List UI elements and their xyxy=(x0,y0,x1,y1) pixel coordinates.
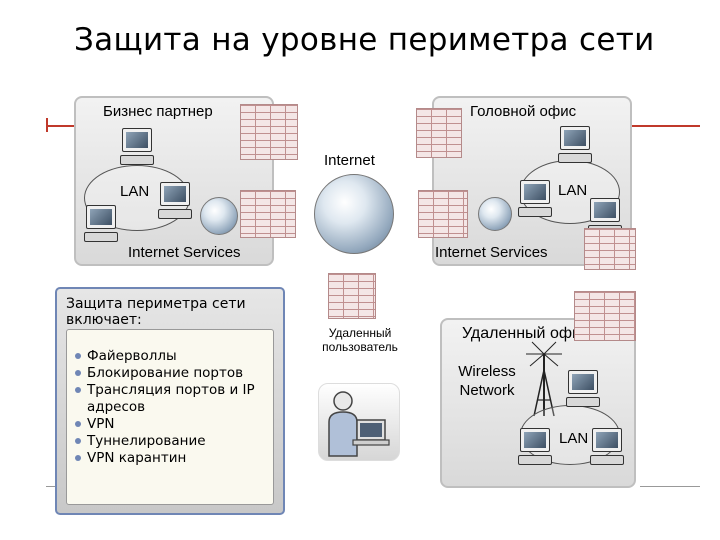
info-list-panel: Файерволлы Блокирование портов Трансляци… xyxy=(66,329,274,505)
partner-title: Бизнес партнер xyxy=(103,103,213,120)
brick-wall-icon xyxy=(574,291,636,341)
list-item: VPN xyxy=(75,416,273,433)
list-item: Файерволлы xyxy=(75,348,273,365)
computer-icon xyxy=(518,180,552,220)
remote-user-label: Удаленный пользователь xyxy=(322,326,398,354)
computer-icon xyxy=(566,370,600,410)
brick-wall-icon xyxy=(240,190,296,238)
computer-icon xyxy=(518,428,552,468)
page-title: Защита на уровне периметра сети xyxy=(74,22,655,58)
globe-icon xyxy=(314,174,394,254)
head-office-title: Головной офис xyxy=(470,103,577,120)
computer-icon xyxy=(84,205,118,245)
partner-services-label: Internet Services xyxy=(128,244,241,261)
list-item: Блокирование портов xyxy=(75,365,273,382)
remote-lan-label: LAN xyxy=(559,430,589,447)
computer-icon xyxy=(590,428,624,468)
wireless-label: Wireless Network xyxy=(458,363,516,399)
remote-office-title: Удаленный офис xyxy=(462,325,589,342)
info-heading: Защита периметра сети включает: xyxy=(66,296,246,328)
partner-lan-label: LAN xyxy=(120,183,150,200)
computer-icon xyxy=(120,128,154,168)
remote-user-card xyxy=(318,383,400,461)
globe-icon xyxy=(200,197,238,235)
perimeter-info-box: Защита периметра сети включает: Файервол… xyxy=(55,287,285,515)
brick-wall-icon xyxy=(328,273,376,319)
head-services-label: Internet Services xyxy=(435,244,548,261)
list-item: Трансляция портов и IP адресов xyxy=(75,382,273,416)
info-list: Файерволлы Блокирование портов Трансляци… xyxy=(75,348,273,467)
brick-wall-icon xyxy=(416,108,462,158)
list-item: Туннелирование xyxy=(75,433,273,450)
brick-wall-icon xyxy=(584,228,636,270)
list-item: VPN карантин xyxy=(75,450,273,467)
computer-icon xyxy=(158,182,192,222)
globe-icon xyxy=(478,197,512,231)
head-lan-label: LAN xyxy=(558,182,588,199)
user-icon xyxy=(328,391,390,457)
internet-label: Internet xyxy=(324,152,375,169)
brick-wall-icon xyxy=(418,190,468,238)
computer-icon xyxy=(558,126,592,166)
brick-wall-icon xyxy=(240,104,298,160)
